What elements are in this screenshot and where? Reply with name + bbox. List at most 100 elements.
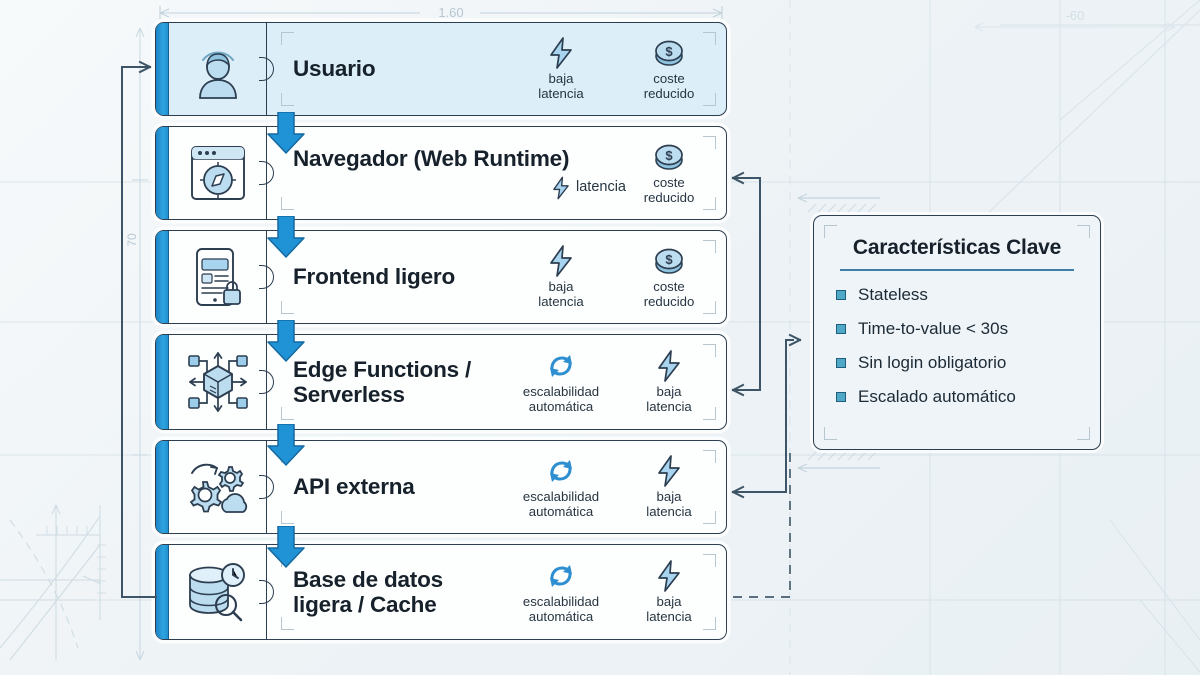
- card-title: Usuario: [293, 56, 376, 82]
- card-title: Base de datos ligera / Cache: [293, 566, 443, 617]
- badge-latency: baja latencia: [626, 455, 712, 520]
- card-body: Base de datos ligera / Cache esc: [267, 545, 726, 639]
- flow-arrow-4: [267, 424, 305, 466]
- flow-card-api-externa[interactable]: API externa escalabilidad automá: [155, 440, 727, 534]
- card-accent-bar: [156, 127, 169, 219]
- badge-label: escalabilidad automática: [522, 488, 600, 519]
- badge-scalability: escalabilidad automática: [518, 455, 604, 520]
- card-badges: baja latencia $ coste reducido: [518, 245, 712, 310]
- refresh-cycle-icon: [518, 455, 604, 488]
- badge-label: baja latencia: [538, 278, 584, 309]
- flow-card-edge-functions[interactable]: Edge Functions / Serverless esca: [155, 334, 727, 430]
- svg-text:$: $: [665, 252, 673, 267]
- flow-arrow-3: [267, 320, 305, 362]
- badge-label: escalabilidad automática: [522, 593, 600, 624]
- lightning-icon: [626, 350, 712, 383]
- badge-cost: $ coste reducido: [626, 37, 712, 102]
- lightning-icon: [518, 245, 604, 278]
- badge-label: latencia: [576, 179, 626, 196]
- card-accent-bar: [156, 545, 169, 639]
- card-accent-bar: [156, 441, 169, 533]
- badge-cost: $ coste reducido: [626, 141, 712, 206]
- flow-card-base-de-datos[interactable]: Base de datos ligera / Cache esc: [155, 544, 727, 640]
- feature-label: Time-to-value < 30s: [858, 318, 1009, 338]
- svg-text:$: $: [665, 148, 673, 163]
- lightning-icon: [518, 37, 604, 70]
- lightning-icon: [626, 455, 712, 488]
- bullet-square-icon: [836, 391, 846, 402]
- flow-card-frontend[interactable]: Frontend ligero baja latencia $: [155, 230, 727, 324]
- badge-scalability: escalabilidad automática: [518, 560, 604, 625]
- inline-badge-row: latencia: [293, 176, 626, 200]
- card-badges: escalabilidad automática baja latencia: [518, 560, 712, 625]
- feature-item: Time-to-value < 30s: [836, 319, 1078, 339]
- flow-arrow-2: [267, 216, 305, 258]
- badge-scalability: escalabilidad automática: [518, 350, 604, 415]
- card-title: Navegador (Web Runtime): [293, 146, 570, 172]
- badge-label: coste reducido: [643, 174, 695, 205]
- card-badges: escalabilidad automática baja latencia: [518, 455, 712, 520]
- badge-cost: $ coste reducido: [626, 245, 712, 310]
- badge-label: baja latencia: [646, 383, 692, 414]
- badge-latency: baja latencia: [518, 245, 604, 310]
- badge-latency: latencia: [551, 176, 626, 200]
- feature-item: Sin login obligatorio: [836, 353, 1078, 373]
- badge-label: baja latencia: [538, 70, 584, 101]
- coin-icon: $: [626, 141, 712, 174]
- refresh-cycle-icon: [518, 560, 604, 593]
- badge-label: escalabilidad automática: [522, 383, 600, 414]
- card-accent-bar: [156, 231, 169, 323]
- database-search-icon: [169, 545, 267, 639]
- feature-label: Sin login obligatorio: [858, 352, 1007, 372]
- browser-compass-icon: [169, 127, 267, 219]
- card-body: API externa escalabilidad automá: [267, 441, 726, 533]
- card-title: API externa: [293, 474, 415, 500]
- card-accent-bar: [156, 335, 169, 429]
- coin-icon: $: [626, 37, 712, 70]
- flow-card-navegador[interactable]: Navegador (Web Runtime) latencia: [155, 126, 727, 220]
- feature-label: Stateless: [858, 284, 928, 304]
- panel-heading: Características Clave: [852, 236, 1062, 259]
- card-body: Usuario baja latencia $: [267, 23, 726, 115]
- badge-latency: baja latencia: [518, 37, 604, 102]
- card-title: Edge Functions / Serverless: [293, 356, 472, 407]
- lightning-icon: [626, 560, 712, 593]
- refresh-cycle-icon: [518, 350, 604, 383]
- svg-text:$: $: [665, 44, 673, 59]
- dimension-label-left: 70: [125, 233, 139, 247]
- gears-cloud-icon: [169, 441, 267, 533]
- user-signal-icon: [169, 23, 267, 115]
- card-badges: baja latencia $ coste reducido: [518, 37, 712, 102]
- card-body: Frontend ligero baja latencia $: [267, 231, 726, 323]
- card-body: Edge Functions / Serverless esca: [267, 335, 726, 429]
- feature-item: Stateless: [836, 285, 1078, 305]
- card-title-column: Navegador (Web Runtime) latencia: [293, 146, 626, 199]
- lightning-icon: [551, 176, 571, 200]
- badge-latency: baja latencia: [626, 560, 712, 625]
- dimension-label-right: -60: [1066, 8, 1085, 23]
- badge-label: coste reducido: [643, 278, 695, 309]
- badge-latency: baja latencia: [626, 350, 712, 415]
- card-title: Frontend ligero: [293, 264, 455, 290]
- flow-card-usuario[interactable]: Usuario baja latencia $: [155, 22, 727, 116]
- badge-label: baja latencia: [646, 593, 692, 624]
- architecture-flow-stack: Usuario baja latencia $: [155, 22, 727, 650]
- bullet-square-icon: [836, 357, 846, 368]
- feature-label: Escalado automático: [858, 386, 1016, 406]
- badge-label: coste reducido: [643, 70, 695, 101]
- card-body: Navegador (Web Runtime) latencia: [267, 127, 726, 219]
- mobile-lock-icon: [169, 231, 267, 323]
- badge-label: baja latencia: [646, 488, 692, 519]
- key-features-panel: Características Clave Stateless Time-to-…: [813, 215, 1101, 450]
- bullet-square-icon: [836, 289, 846, 300]
- card-badges: escalabilidad automática baja latencia: [518, 350, 712, 415]
- flow-arrow-5: [267, 526, 305, 568]
- card-badges: $ coste reducido: [626, 141, 712, 206]
- flow-arrow-1: [267, 112, 305, 154]
- feature-item: Escalado automático: [836, 387, 1078, 407]
- panel-divider: [840, 269, 1074, 271]
- bullet-square-icon: [836, 323, 846, 334]
- cube-network-icon: [169, 335, 267, 429]
- coin-icon: $: [626, 245, 712, 278]
- dimension-label-top: 1.60: [438, 5, 463, 20]
